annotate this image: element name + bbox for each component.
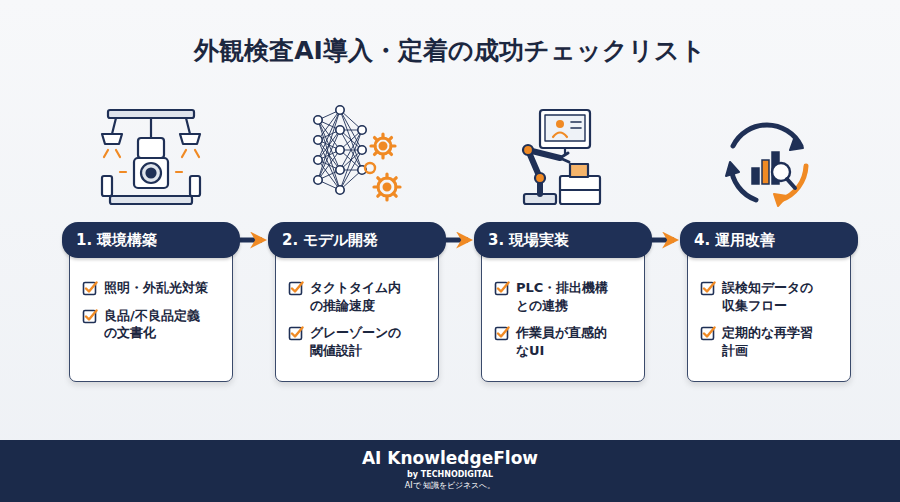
gear-tooth [389, 138, 392, 141]
network-node [336, 146, 344, 154]
checklist-text: タクトタイム内 の推論速度 [310, 279, 428, 314]
gear-tooth [381, 154, 384, 158]
checklist-text: 照明・外乱光対策 [104, 279, 208, 297]
network-node [314, 136, 322, 144]
chart-icon [752, 152, 795, 188]
flow-arrow [652, 238, 674, 243]
checklist-card: 誤検知データの 収集フロー定期的な再学習 計画 [687, 246, 851, 382]
checkbox-icon [700, 280, 716, 296]
checklist-item: タクトタイム内 の推論速度 [288, 279, 428, 314]
checklist-item: 誤検知データの 収集フロー [700, 279, 840, 314]
checkbox-icon [494, 280, 510, 296]
gear-tooth [371, 144, 375, 147]
checklist-item: 良品/不良品定義 の文書化 [82, 307, 222, 342]
checklist-card: PLC・排出機構 との連携作業員が直感的 なUI [481, 246, 645, 382]
step-title: 3. 現場実装 [488, 231, 569, 250]
gear-tooth [385, 196, 388, 200]
network-link [340, 130, 362, 190]
gear-tooth [378, 178, 381, 181]
network-node [336, 186, 344, 194]
gear-tooth [391, 144, 395, 147]
checklist-card: 照明・外乱光対策良品/不良品定義 の文書化 [69, 246, 233, 382]
gear-tooth [374, 185, 378, 188]
brand-by: by TECHNODIGITAL [0, 470, 900, 479]
camera-icon [102, 110, 200, 204]
gear-tooth [393, 193, 396, 196]
network-node [358, 126, 366, 134]
step-header: 2. モデル開発 [268, 222, 446, 258]
network-node [358, 146, 366, 154]
checkbox-icon [82, 308, 98, 324]
step-header: 4. 運用改善 [680, 222, 858, 258]
brand-name: AI KnowledgeFlow [0, 448, 900, 468]
checklist-text: PLC・排出機構 との連携 [516, 279, 634, 314]
checklist-text: 誤検知データの 収集フロー [722, 279, 840, 314]
gear-tooth [385, 174, 388, 178]
gear-tooth [381, 134, 384, 138]
checkbox-icon [82, 280, 98, 296]
flow-arrow [446, 238, 468, 243]
gear-tooth [389, 152, 392, 155]
network-node [336, 166, 344, 174]
checklist-item: PLC・排出機構 との連携 [494, 279, 634, 314]
checkbox-icon [288, 280, 304, 296]
checklist-item: グレーゾーンの 閾値設計 [288, 324, 428, 359]
cycle-icon [726, 125, 806, 206]
neural-network-icon [314, 106, 366, 194]
robot-arm-icon [523, 110, 600, 204]
checklist-text: 定期的な再学習 計画 [722, 324, 840, 359]
checklist-card: タクトタイム内 の推論速度グレーゾーンの 閾値設計 [275, 246, 439, 382]
gear-icon [365, 134, 400, 200]
gear-tooth [375, 138, 378, 141]
gear-tooth [375, 152, 378, 155]
step-title: 4. 運用改善 [694, 231, 775, 250]
step-title: 1. 環境構築 [76, 231, 157, 250]
network-node [314, 156, 322, 164]
flow-arrow [240, 238, 262, 243]
checklist-text: 作業員が直感的 なUI [516, 324, 634, 359]
gear-tooth [396, 185, 400, 188]
checkbox-icon [288, 325, 304, 341]
network-node [314, 116, 322, 124]
gear-tooth [378, 193, 381, 196]
checklist-item: 定期的な再学習 計画 [700, 324, 840, 359]
checkbox-icon [700, 325, 716, 341]
checklist-text: 良品/不良品定義 の文書化 [104, 307, 222, 342]
network-node [336, 106, 344, 114]
brand-tagline: AIで 知識をビジネスへ。 [0, 480, 900, 491]
network-node [336, 126, 344, 134]
title: 外観検査AI導入・定着の成功チェックリスト [0, 34, 900, 67]
checklist-item: 照明・外乱光対策 [82, 279, 222, 297]
gear-tooth [393, 178, 396, 181]
checklist-item: 作業員が直感的 なUI [494, 324, 634, 359]
step-header: 1. 環境構築 [62, 222, 240, 258]
step-title: 2. モデル開発 [282, 231, 378, 250]
checkbox-icon [494, 325, 510, 341]
footer-band: AI KnowledgeFlow by TECHNODIGITALAIで 知識をビ… [0, 440, 900, 502]
network-node [314, 176, 322, 184]
step-header: 3. 現場実装 [474, 222, 652, 258]
checklist-text: グレーゾーンの 閾値設計 [310, 324, 428, 359]
network-link [318, 150, 340, 180]
